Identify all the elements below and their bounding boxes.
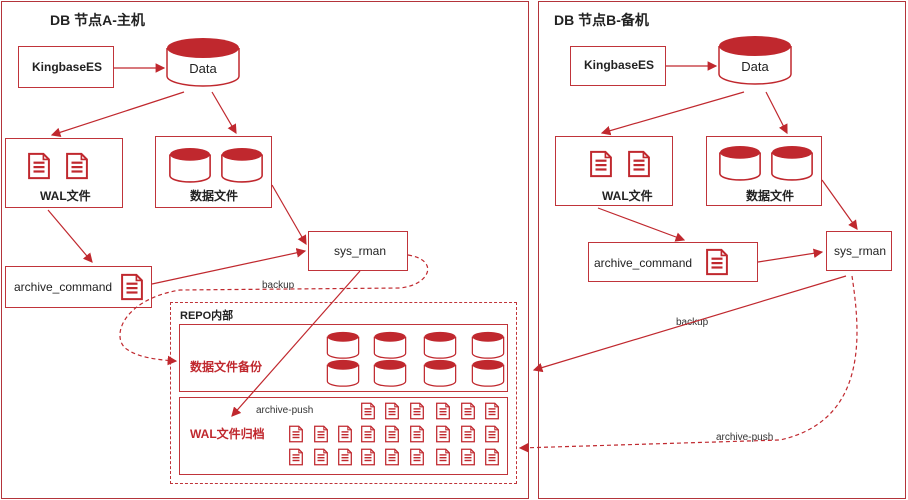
document-icon	[338, 448, 352, 466]
document-icon	[361, 425, 375, 443]
document-icon	[485, 425, 499, 443]
repo-datafile-backup-icons	[326, 331, 505, 387]
arrow-data-to-datafile-b	[765, 91, 788, 135]
database-icon	[373, 331, 407, 359]
document-icon	[485, 448, 499, 466]
arrow-datafile-to-sysrman-a	[271, 184, 307, 246]
arrow-data-to-wal-b	[600, 91, 745, 136]
node-a-data-database-icon	[166, 38, 240, 87]
document-icon	[461, 448, 475, 466]
database-icon	[326, 331, 360, 359]
document-icon	[314, 448, 328, 466]
arrow-archive-to-sysrman-a	[151, 248, 307, 285]
document-icon	[121, 273, 143, 301]
node-a-sysrman-box	[308, 231, 408, 271]
node-b-datafile-label: 数据文件	[746, 189, 795, 203]
document-icon	[385, 402, 399, 420]
node-b-sysrman-box	[826, 231, 892, 271]
arrow-archive-push-b	[518, 275, 858, 453]
arrow-sysrman-to-walarchive-a	[231, 270, 361, 417]
node-a-wal-box	[5, 138, 123, 208]
database-icon	[471, 359, 505, 387]
document-icon	[706, 248, 728, 276]
document-icon	[461, 425, 475, 443]
database-icon	[423, 331, 457, 359]
document-icon	[289, 425, 303, 443]
node-a-archive-label: archive_command	[14, 280, 113, 294]
node-b-data-label: Data	[741, 59, 769, 74]
document-icon	[590, 150, 612, 178]
node-a-title: DB 节点A-主机	[50, 12, 145, 28]
repo-wal-archive-label: WAL文件归档	[190, 427, 265, 441]
database-icon	[770, 145, 814, 181]
repo-container	[170, 302, 517, 484]
repo-title: REPO内部	[180, 310, 234, 322]
repo-wal-archive-icons	[289, 402, 499, 466]
repo-archive-push-label: archive-push	[256, 405, 314, 416]
node-b-title: DB 节点B-备机	[554, 12, 649, 28]
document-icon	[461, 402, 475, 420]
node-a-kingbase-box	[18, 46, 114, 88]
database-icon	[326, 359, 360, 387]
document-icon	[410, 448, 424, 466]
document-icon	[28, 152, 50, 180]
node-b-archive-push-label: archive-push	[716, 432, 774, 443]
document-icon	[410, 425, 424, 443]
node-b-panel	[538, 1, 906, 499]
arrow-wal-to-archive-a	[47, 209, 93, 263]
node-b-wal-label: WAL文件	[602, 189, 653, 203]
node-a-kingbase-label: KingbaseES	[32, 60, 103, 74]
repo-datafile-backup-label: 数据文件备份	[190, 360, 263, 374]
document-icon	[314, 425, 328, 443]
document-icon	[410, 402, 424, 420]
node-a-wal-label: WAL文件	[40, 189, 91, 203]
node-b-data-database-icon	[718, 36, 792, 85]
node-a-sysrman-label: sys_rman	[334, 244, 387, 258]
arrow-backup-b	[532, 275, 847, 373]
arrow-data-to-datafile-a	[211, 91, 237, 135]
node-a-datafile-label: 数据文件	[190, 189, 239, 203]
node-a-data-label: Data	[189, 61, 217, 76]
document-icon	[436, 448, 450, 466]
document-icon	[485, 402, 499, 420]
database-icon	[373, 359, 407, 387]
database-icon	[718, 145, 762, 181]
document-icon	[385, 448, 399, 466]
database-icon	[168, 147, 212, 183]
document-icon	[338, 425, 352, 443]
arrow-datafile-to-sysrman-b	[821, 179, 858, 230]
arrow-data-to-wal-a	[50, 91, 185, 137]
document-icon	[385, 425, 399, 443]
document-icon	[361, 448, 375, 466]
document-icon	[436, 402, 450, 420]
node-b-kingbase-label: KingbaseES	[584, 58, 655, 72]
document-icon	[289, 448, 303, 466]
document-icon	[628, 150, 650, 178]
node-b-kingbase-box	[570, 46, 666, 86]
document-icon	[361, 402, 375, 420]
node-b-wal-box	[555, 136, 673, 206]
document-icon	[66, 152, 88, 180]
node-a-panel	[1, 1, 529, 499]
arrow-archive-to-sysrman-b	[757, 248, 824, 263]
node-b-archive-box	[588, 242, 758, 282]
node-b-sysrman-label: sys_rman	[834, 244, 887, 258]
database-icon	[471, 331, 505, 359]
document-icon	[436, 425, 450, 443]
database-icon	[423, 359, 457, 387]
database-icon	[220, 147, 264, 183]
node-b-archive-label: archive_command	[594, 256, 693, 270]
arrow-backup-a	[119, 254, 429, 366]
arrow-wal-to-archive-b	[597, 207, 686, 242]
node-a-backup-label: backup	[262, 280, 295, 291]
